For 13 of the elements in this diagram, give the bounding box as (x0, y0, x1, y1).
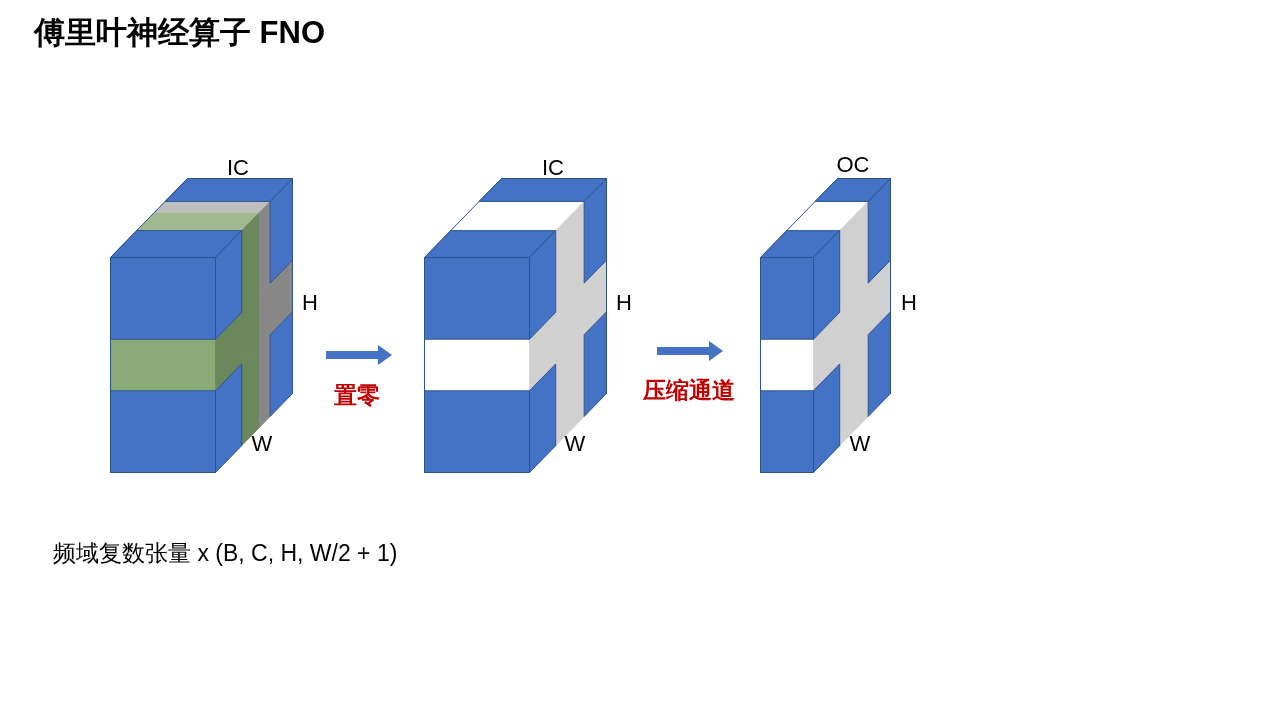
dimension-label: W (564, 433, 586, 455)
dimension-label: W (849, 433, 871, 455)
caption: 频域复数张量 x (B, C, H, W/2 + 1) (53, 540, 398, 568)
dimension-label: H (616, 292, 632, 314)
dimension-label: IC (542, 157, 564, 179)
edge-label: 压缩通道 (643, 378, 735, 402)
edge-label: 置零 (334, 383, 380, 407)
title: 傅里叶神经算子 FNO (34, 15, 326, 51)
dimension-label: IC (227, 157, 249, 179)
dimension-label: W (251, 433, 273, 455)
dimension-label: OC (836, 154, 870, 176)
dimension-label: H (302, 292, 318, 314)
dimension-label: H (901, 292, 917, 314)
